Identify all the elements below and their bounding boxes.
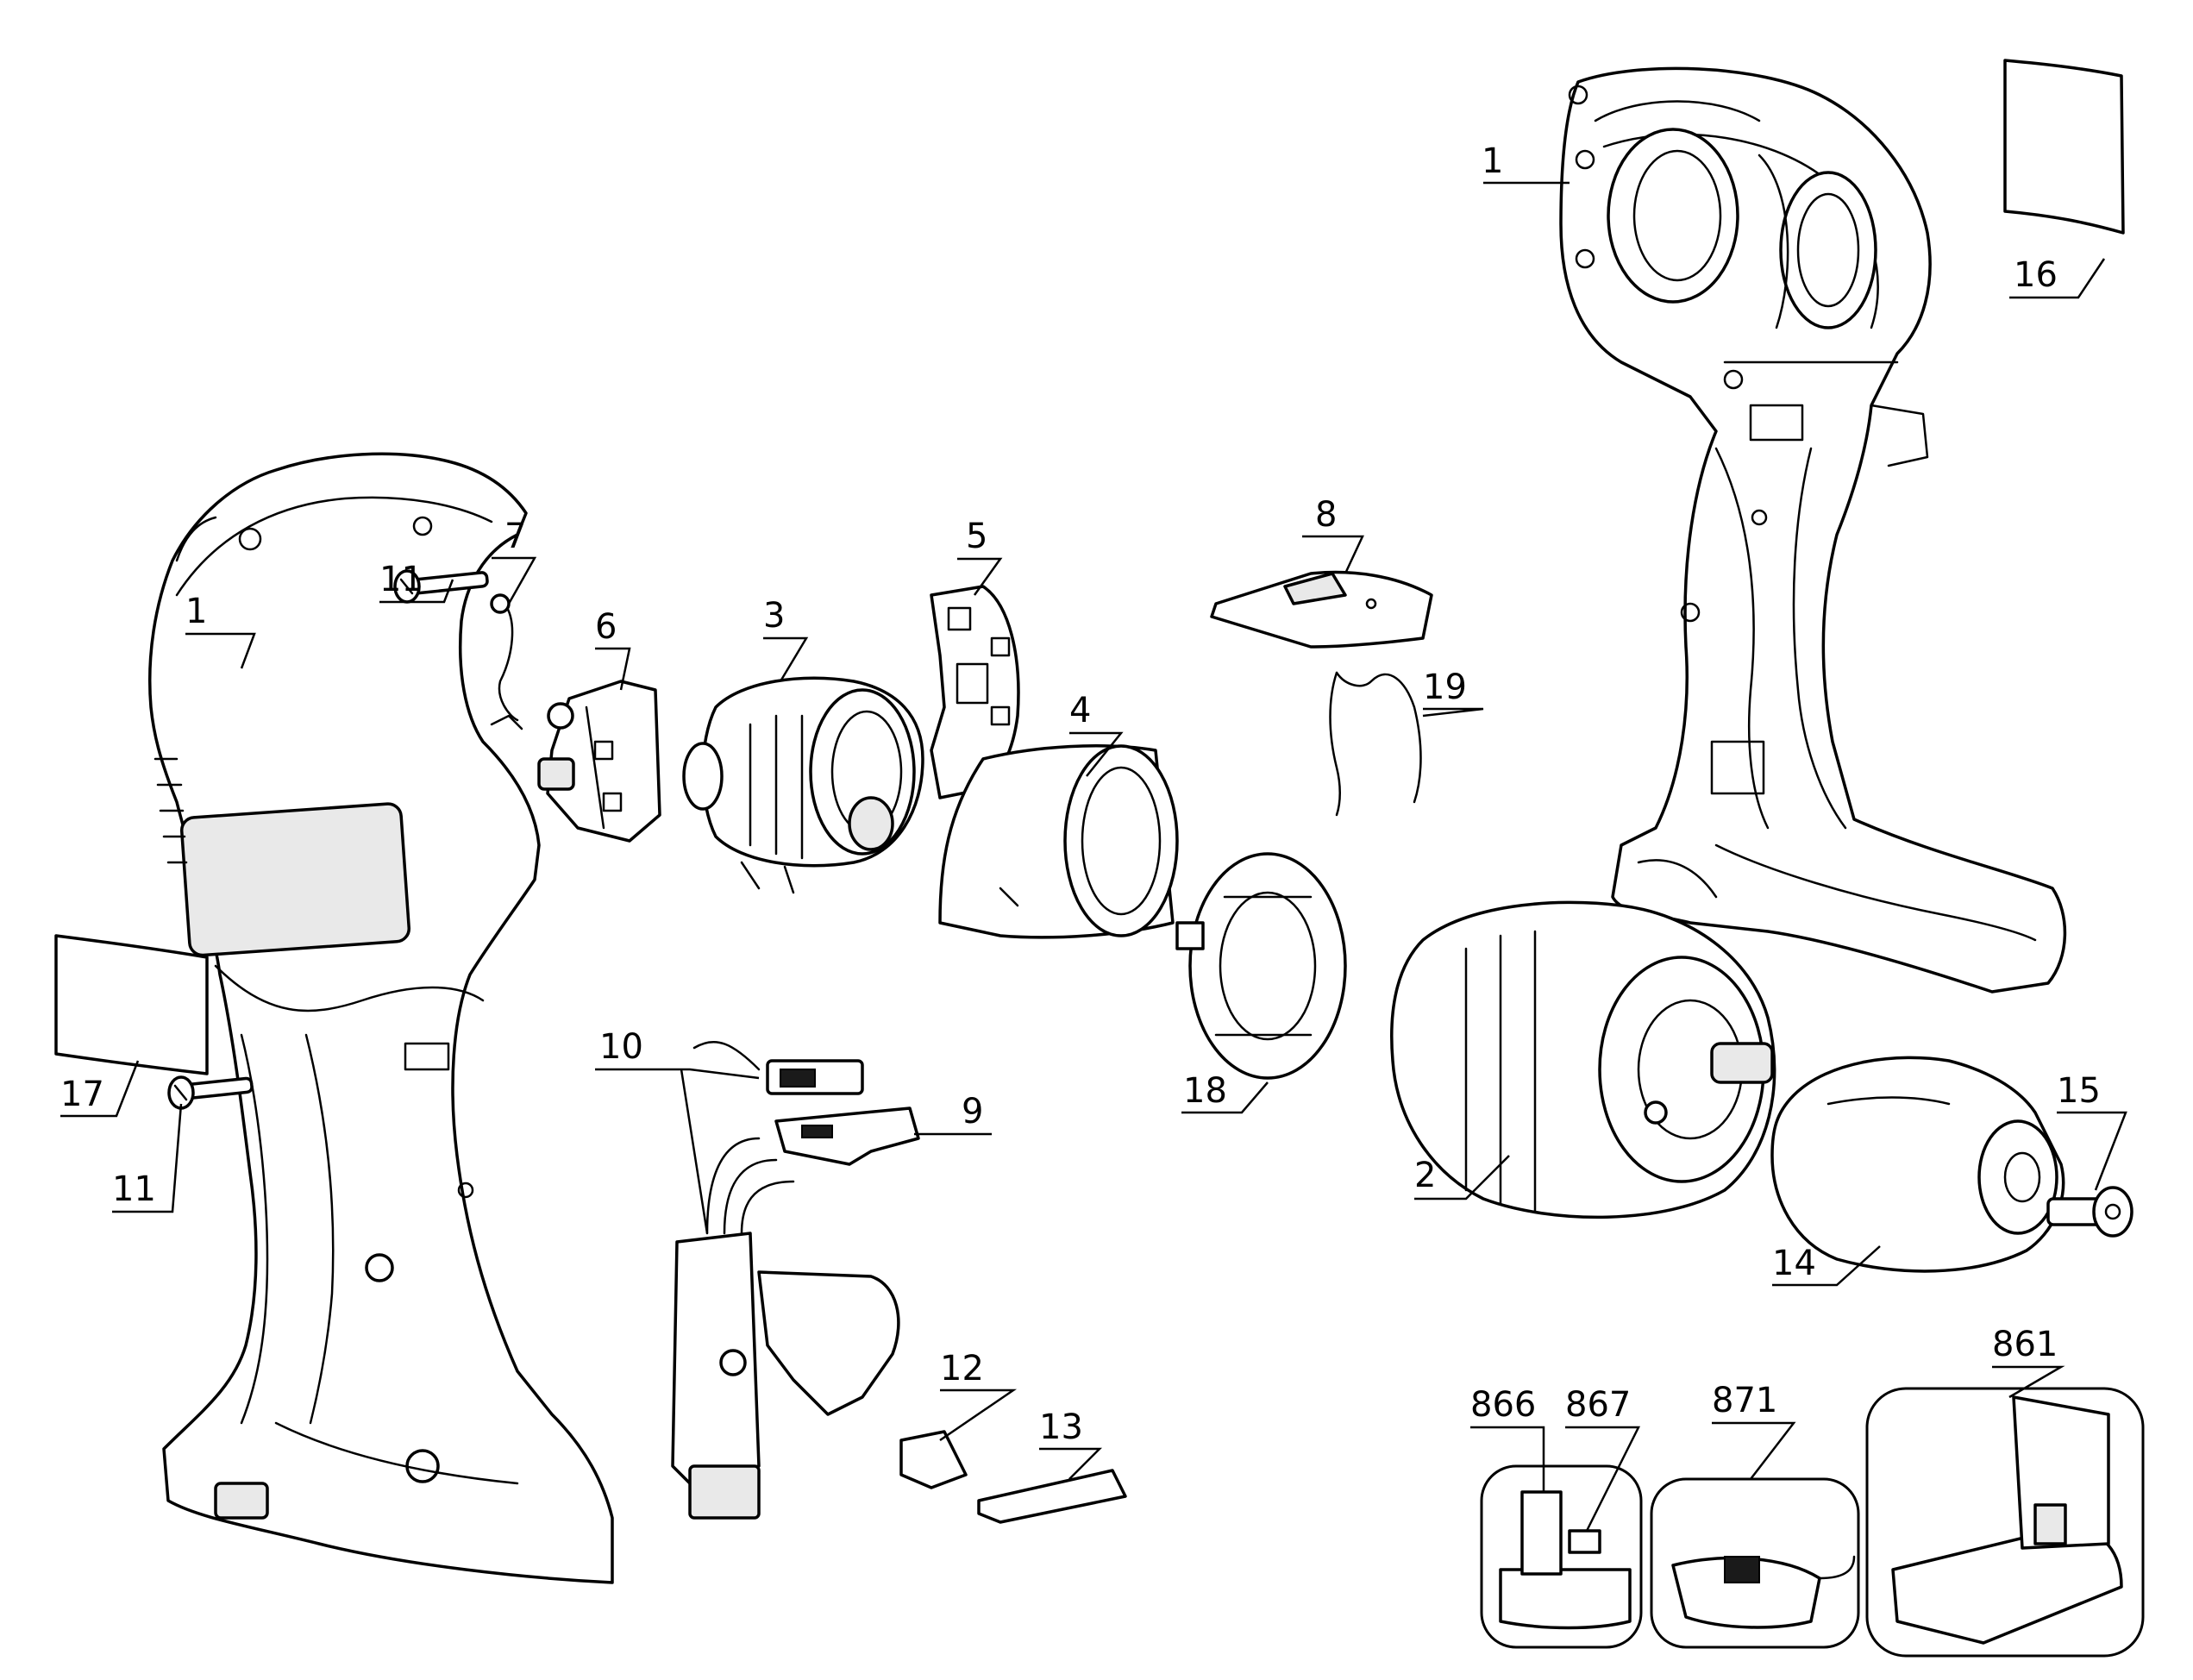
gearbox-2 bbox=[1390, 900, 1776, 1219]
baffle-18 bbox=[1175, 852, 1347, 1080]
sleeve-4 bbox=[938, 744, 1179, 939]
callout-13: 13 bbox=[1039, 1407, 1083, 1447]
motor-3 bbox=[682, 676, 924, 894]
callout-17: 17 bbox=[60, 1075, 104, 1114]
callout-19: 19 bbox=[1423, 668, 1467, 707]
chuck-14 bbox=[1770, 1056, 2065, 1273]
switch-connector-10 bbox=[692, 1040, 864, 1095]
housing-half-left bbox=[148, 452, 614, 1584]
battery-kit-box bbox=[1480, 1464, 1643, 1649]
leader-lines bbox=[60, 181, 2127, 1532]
callout-4: 4 bbox=[1069, 691, 1091, 730]
callout-16: 16 bbox=[2014, 255, 2058, 295]
callout-15: 15 bbox=[2057, 1071, 2101, 1111]
callout-8: 8 bbox=[1315, 495, 1337, 535]
case-kit-box bbox=[1865, 1387, 2145, 1658]
label-17 bbox=[54, 934, 209, 1075]
screw-11-top bbox=[393, 569, 489, 604]
callout-1-left: 1 bbox=[185, 592, 207, 631]
callout-18: 18 bbox=[1183, 1071, 1227, 1111]
label-16 bbox=[2003, 59, 2125, 235]
callout-11-top: 11 bbox=[379, 560, 423, 599]
screw-11-bottom bbox=[167, 1075, 254, 1110]
spring-19 bbox=[1329, 671, 1422, 817]
callout-11-bottom: 11 bbox=[112, 1169, 156, 1209]
callout-labels: 1 1 2 3 4 5 6 7 8 9 10 11 11 12 13 14 15… bbox=[60, 141, 2101, 1447]
callout-2: 2 bbox=[1414, 1156, 1436, 1195]
callout-1-right: 1 bbox=[1482, 141, 1503, 181]
callout-866: 866 bbox=[1470, 1385, 1536, 1425]
callout-6: 6 bbox=[595, 607, 617, 647]
callout-867: 867 bbox=[1565, 1385, 1631, 1425]
screw-15 bbox=[2046, 1186, 2133, 1238]
callout-9: 9 bbox=[962, 1092, 983, 1131]
callout-871: 871 bbox=[1712, 1381, 1777, 1420]
switch-cover-8 bbox=[1210, 570, 1433, 649]
callout-7: 7 bbox=[504, 517, 526, 556]
callout-14: 14 bbox=[1772, 1244, 1816, 1283]
callout-5: 5 bbox=[966, 517, 987, 556]
housing-half-right bbox=[1559, 66, 2067, 994]
callout-861: 861 bbox=[1992, 1325, 2058, 1364]
brush-holder-6 bbox=[537, 680, 661, 843]
callout-12: 12 bbox=[940, 1349, 984, 1389]
bit-13 bbox=[977, 1469, 1127, 1524]
spring-clip-7 bbox=[490, 593, 523, 730]
charger-kit-box bbox=[1650, 1477, 1860, 1649]
clip-12 bbox=[899, 1430, 968, 1489]
callout-10: 10 bbox=[599, 1027, 643, 1067]
switch-10 bbox=[671, 1137, 900, 1520]
callout-3: 3 bbox=[763, 596, 785, 636]
terminal-9 bbox=[774, 1106, 920, 1166]
